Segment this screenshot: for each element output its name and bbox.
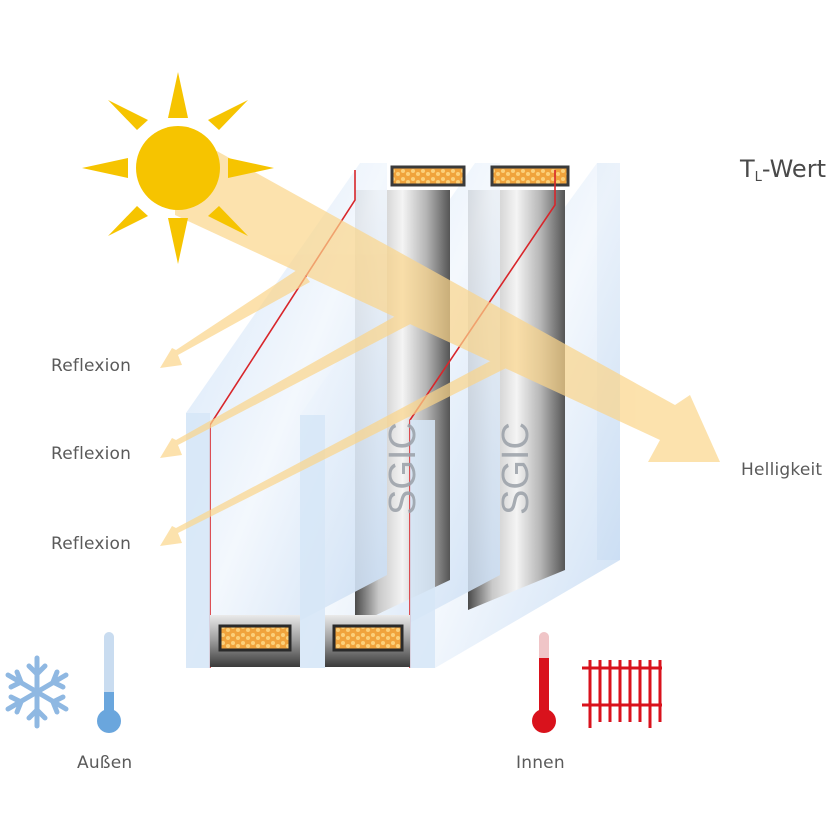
desiccant-bottom-left <box>218 624 292 652</box>
snowflake-icon <box>5 655 69 729</box>
title-subscript: L <box>754 170 762 185</box>
reflection-beam-1 <box>160 268 310 368</box>
label-helligkeit: Helligkeit <box>741 460 823 480</box>
thermometer-cold-icon <box>97 632 121 733</box>
light-beams <box>160 150 720 546</box>
radiator-icon <box>582 660 662 728</box>
title-main: T <box>740 155 755 183</box>
reflection-beam-3 <box>160 340 536 546</box>
reflection-beam-2 <box>160 305 422 458</box>
label-aussen: Außen <box>77 753 133 773</box>
label-reflexion-2: Reflexion <box>51 444 132 464</box>
title-rest: -Wert <box>761 155 826 183</box>
sun-icon <box>82 72 274 264</box>
transmitted-beam <box>175 150 720 462</box>
desiccant-bottom-right <box>332 624 404 652</box>
spacer-text-left: SGIC <box>382 422 424 515</box>
desiccant-top-right <box>490 165 570 187</box>
label-reflexion-3: Reflexion <box>51 534 132 554</box>
desiccant-top-left <box>390 165 466 187</box>
thermometer-warm-icon <box>532 632 556 733</box>
label-reflexion-1: Reflexion <box>51 356 132 376</box>
label-innen: Innen <box>516 753 565 773</box>
spacer-text-right: SGIC <box>495 422 537 515</box>
tl-value-title: TL-Wert <box>740 155 826 185</box>
